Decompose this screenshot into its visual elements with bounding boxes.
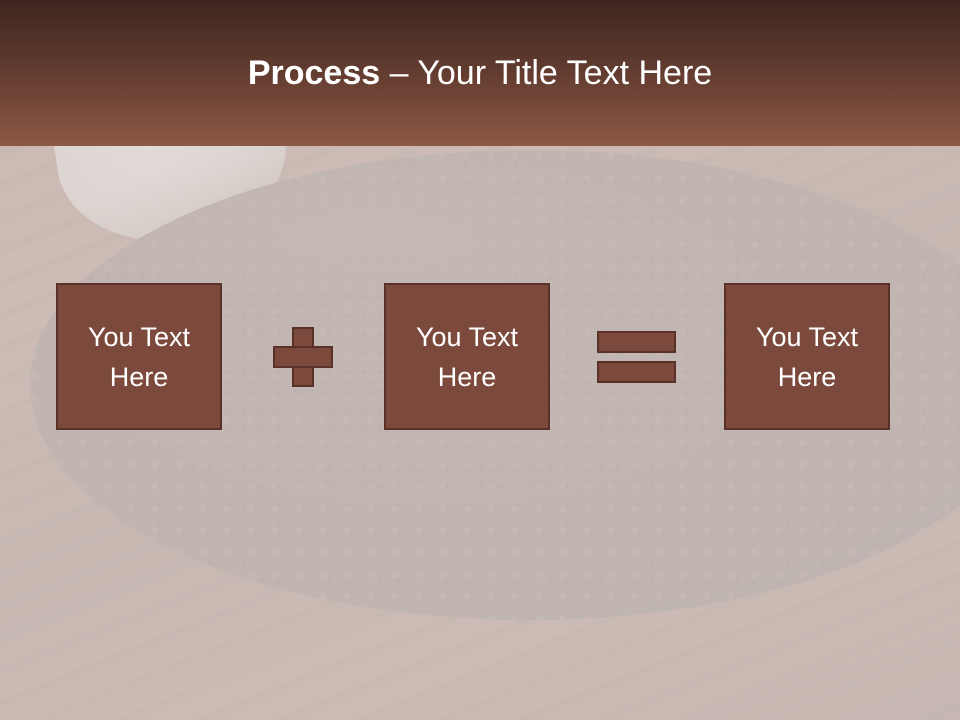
process-box-1-text: You Text Here [87, 321, 191, 392]
title-bold: Process [247, 54, 381, 92]
equals-bottom-bar [597, 361, 676, 383]
equals-top-bar [597, 331, 676, 353]
title-bar: Process – Your Title Text Here [0, 0, 960, 146]
equals-icon [597, 331, 677, 385]
process-box-1[interactable]: You Text Here [56, 283, 222, 430]
title-rest: – Your Title Text Here [380, 54, 713, 92]
plus-center [294, 348, 312, 366]
process-box-3-text: You Text Here [755, 321, 859, 392]
process-box-3[interactable]: You Text Here [724, 283, 890, 430]
slide-title[interactable]: Process – Your Title Text Here [248, 56, 712, 90]
process-box-2[interactable]: You Text Here [384, 283, 550, 430]
process-box-2-text: You Text Here [415, 321, 519, 392]
plus-icon [273, 327, 335, 389]
